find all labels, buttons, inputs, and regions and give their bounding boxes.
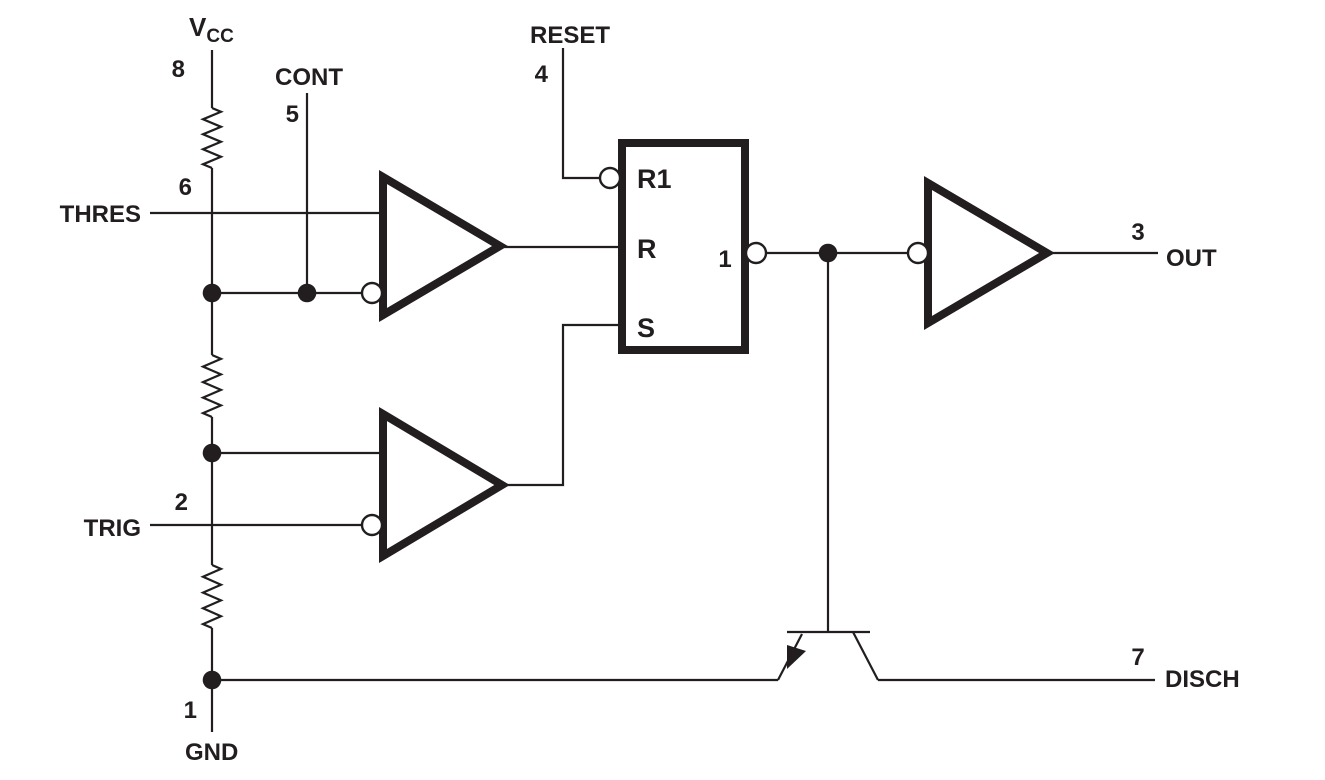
output-buffer xyxy=(924,176,1055,330)
latch-output-label: 1 xyxy=(718,246,731,273)
reset-pin-wire xyxy=(561,48,600,180)
sr-latch-box xyxy=(618,139,749,354)
out-label: OUT xyxy=(1166,245,1217,272)
latch-output-bubble xyxy=(744,241,768,265)
pin-number-4: 4 xyxy=(535,61,549,88)
comp1-inverting-input-bubble xyxy=(360,281,384,305)
buffer-input-bubble xyxy=(906,241,930,265)
latch-input-s-label: S xyxy=(637,313,655,343)
pin-number-1: 1 xyxy=(184,697,197,724)
vcc-label: VCC xyxy=(189,12,234,47)
junction-dot xyxy=(818,243,838,263)
comp2-output-wire xyxy=(502,323,622,487)
inversion-bubbles xyxy=(360,166,930,537)
resistor-r1 xyxy=(200,106,224,170)
pin-number-8: 8 xyxy=(172,56,185,83)
resistor-r3 xyxy=(200,563,224,630)
gnd-label: GND xyxy=(185,739,238,766)
pin-number-6: 6 xyxy=(179,174,192,201)
cont-label: CONT xyxy=(275,64,343,91)
junction-dots xyxy=(202,243,838,690)
transistor-collector-leg xyxy=(852,631,879,681)
disch-label: DISCH xyxy=(1165,666,1240,693)
labels: VCC 8 CONT 5 THRES 6 RESET 4 TRIG 2 1 GN… xyxy=(60,12,1240,766)
junction-dot xyxy=(202,443,222,463)
latch-r1-input-bubble xyxy=(598,166,622,190)
reset-label: RESET xyxy=(530,22,610,49)
comp2-inverting-input-bubble xyxy=(360,513,384,537)
latch-input-r1-label: R1 xyxy=(637,164,672,194)
trig-label: TRIG xyxy=(84,515,141,542)
transistor-emitter-arrow xyxy=(787,645,806,669)
pin-number-7: 7 xyxy=(1131,644,1144,671)
pin-number-2: 2 xyxy=(175,489,188,516)
thres-label: THRES xyxy=(60,201,141,228)
pin-number-3: 3 xyxy=(1131,219,1144,246)
junction-dot xyxy=(202,283,222,303)
trigger-comparator xyxy=(379,406,510,564)
latch-input-r-label: R xyxy=(637,234,657,264)
wires xyxy=(150,48,1158,732)
threshold-comparator xyxy=(379,169,508,323)
resistor-r2 xyxy=(200,353,224,419)
junction-dot xyxy=(202,670,222,690)
pin-number-5: 5 xyxy=(286,101,299,128)
junction-dot xyxy=(297,283,317,303)
components xyxy=(379,139,1055,564)
